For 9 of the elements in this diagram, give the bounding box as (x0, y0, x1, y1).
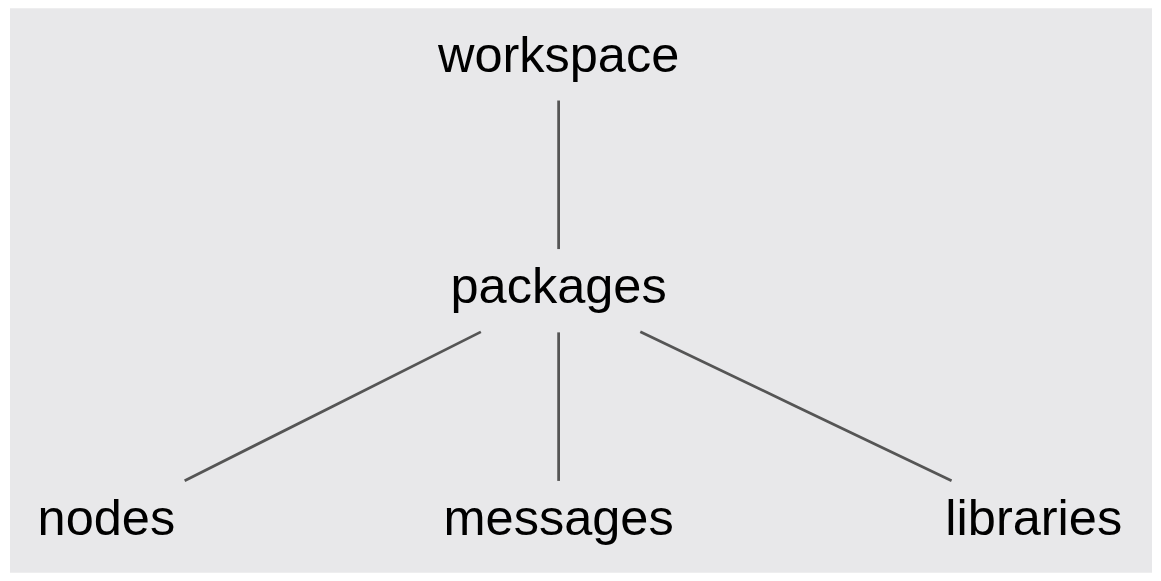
node-text: libraries (944, 489, 1122, 547)
node-text: workspace (437, 25, 679, 83)
connector (556, 100, 560, 250)
node-text: nodes (37, 489, 175, 547)
connector (639, 330, 952, 482)
node-text: messages (443, 489, 674, 547)
connector (556, 332, 560, 481)
connector (183, 330, 481, 482)
node-text: packages (450, 257, 667, 315)
